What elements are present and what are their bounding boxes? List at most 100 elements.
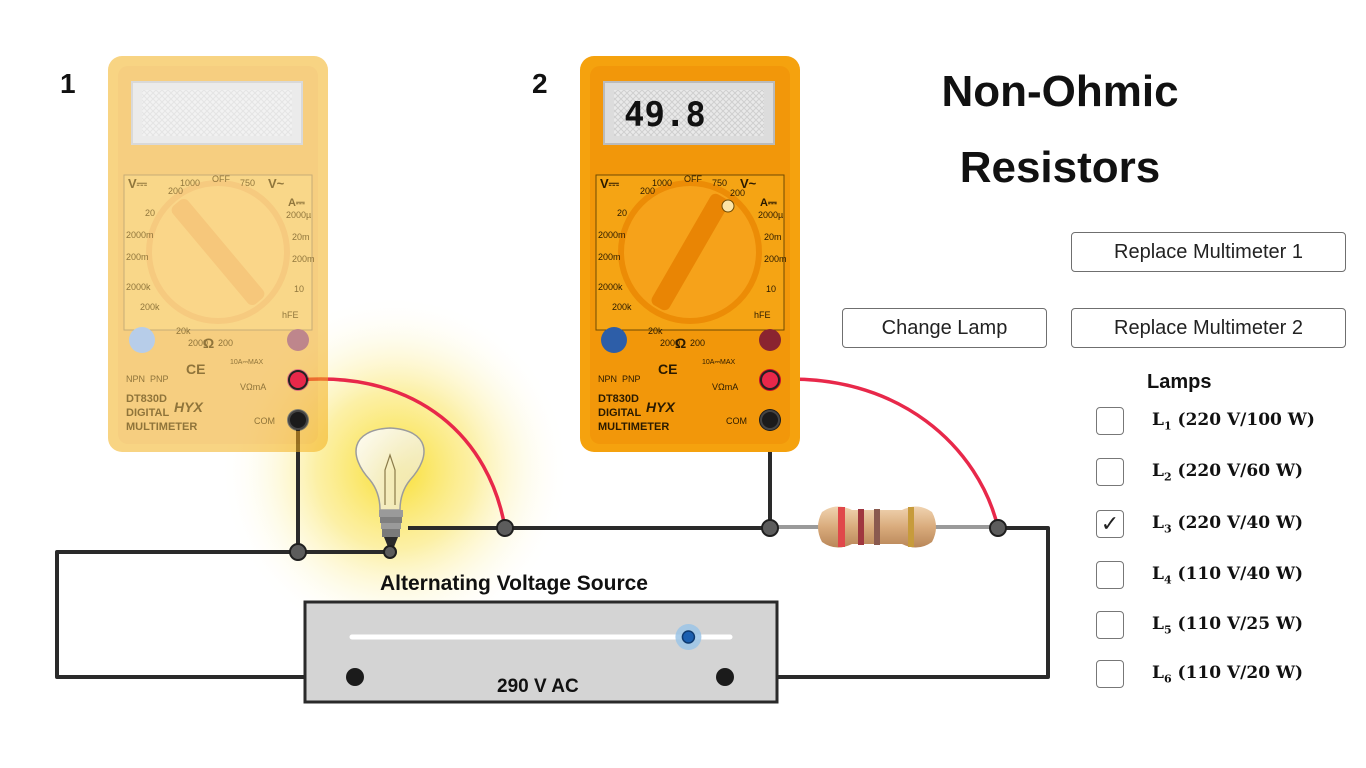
- replace-multimeter-2-button[interactable]: Replace Multimeter 2: [1071, 308, 1346, 348]
- m2-l20: 20: [617, 208, 627, 218]
- voltage-slider[interactable]: [340, 620, 740, 656]
- lamp-checkbox-1[interactable]: [1096, 407, 1124, 435]
- resistor: [818, 506, 936, 548]
- m1-vohma: VΩmA: [240, 382, 266, 392]
- m2-sub1: DIGITAL: [598, 407, 641, 419]
- m2-sub2: MULTIMETER: [598, 421, 669, 433]
- lamp-label-rating: (110 V/20 W): [1171, 662, 1304, 683]
- page-title-line1: Non-Ohmic: [941, 67, 1179, 116]
- m1-brand: HYX: [174, 399, 204, 415]
- m2-l200m: 200m: [598, 252, 621, 262]
- lamp-checkbox-2[interactable]: [1096, 458, 1124, 486]
- m2-ce: CE: [658, 361, 677, 377]
- m2-l200a: 200: [640, 186, 655, 196]
- m2-a10: 10: [766, 284, 776, 294]
- m2-model: DT830D: [598, 393, 639, 405]
- m1-l20: 20: [145, 208, 155, 218]
- lamp-label-prefix: L: [1152, 613, 1164, 634]
- lamp-option-6[interactable]: L6 (110 V/20 W): [1096, 658, 1303, 690]
- m1-com: COM: [254, 416, 275, 426]
- lamp-bulb: [355, 427, 425, 552]
- m2-l750: 750: [712, 178, 727, 188]
- m1-l2000m: 2000m: [126, 230, 154, 240]
- lamp-option-4[interactable]: L4 (110 V/40 W): [1096, 559, 1303, 591]
- m2-l200o: 200: [690, 338, 705, 348]
- lamp-label-2: L2 (220 V/60 W): [1152, 461, 1303, 483]
- lamp-label-subscript: 4: [1163, 573, 1172, 587]
- m2-l2000m: 2000m: [598, 230, 626, 240]
- lamp-label-5: L5 (110 V/25 W): [1152, 614, 1303, 636]
- m1-l2000k: 2000k: [126, 282, 151, 292]
- lamp-label-subscript: 5: [1163, 623, 1172, 637]
- lamp-option-1[interactable]: L1 (220 V/100 W): [1096, 405, 1315, 437]
- lamp-checkbox-6[interactable]: [1096, 660, 1124, 688]
- replace-multimeter-1-button[interactable]: Replace Multimeter 1: [1071, 232, 1346, 272]
- red-wires: [297, 377, 1000, 529]
- m1-l2000: 2000: [188, 338, 208, 348]
- m1-ce: CE: [186, 361, 205, 377]
- lamp-checkbox-3[interactable]: ✓: [1096, 510, 1124, 538]
- m2-l20k: 20k: [648, 326, 663, 336]
- m2-com: COM: [726, 416, 747, 426]
- meter-2-lcd-reading: 49.8: [624, 95, 706, 135]
- voltage-source: [303, 600, 779, 704]
- m2-a200m: 200m: [764, 254, 787, 264]
- m1-a2000u: 2000µ: [286, 210, 311, 220]
- junction-nodes: [289, 519, 1007, 561]
- m2-l2000: 2000: [660, 338, 680, 348]
- m1-l750: 750: [240, 178, 255, 188]
- m1-l200a: 200: [168, 186, 183, 196]
- lamp-label-rating: (110 V/40 W): [1171, 563, 1304, 584]
- lamp-checkbox-5[interactable]: [1096, 611, 1124, 639]
- lamp-label-subscript: 6: [1163, 672, 1172, 686]
- lamp-label-rating: (220 V/60 W): [1171, 460, 1304, 481]
- m2-a2000u: 2000µ: [758, 210, 783, 220]
- m1-vdc: V⎓: [128, 176, 148, 191]
- lamp-label-prefix: L: [1152, 563, 1164, 584]
- lamp-option-5[interactable]: L5 (110 V/25 W): [1096, 609, 1303, 641]
- m1-l200m: 200m: [126, 252, 149, 262]
- m2-adc: A⎓: [760, 197, 777, 209]
- m1-a10: 10: [294, 284, 304, 294]
- m2-l1000: 1000: [652, 178, 672, 188]
- m1-a20m: 20m: [292, 232, 310, 242]
- lamp-label-6: L6 (110 V/20 W): [1152, 663, 1303, 685]
- m1-l200o: 200: [218, 338, 233, 348]
- m1-l20k: 20k: [176, 326, 191, 336]
- multimeter-1: [108, 56, 328, 452]
- lamp-option-2[interactable]: L2 (220 V/60 W): [1096, 456, 1303, 488]
- meter-2-number: 2: [532, 68, 548, 99]
- m2-a20m: 20m: [764, 232, 782, 242]
- m1-l200k: 200k: [140, 302, 160, 312]
- m2-npn: NPN: [598, 374, 617, 384]
- m1-off: OFF: [212, 174, 230, 184]
- m2-ohm: Ω: [675, 335, 686, 351]
- m1-model: DT830D: [126, 393, 167, 405]
- lamp-option-3[interactable]: ✓L3 (220 V/40 W): [1096, 508, 1303, 540]
- m1-ohm: Ω: [203, 335, 214, 351]
- lamp-label-subscript: 2: [1163, 470, 1172, 484]
- m1-a10max: 10A⎓MAX: [230, 359, 264, 366]
- change-lamp-button[interactable]: Change Lamp: [842, 308, 1047, 348]
- m2-l200k: 200k: [612, 302, 632, 312]
- lamp-label-prefix: L: [1152, 662, 1164, 683]
- lamp-label-subscript: 3: [1163, 522, 1172, 536]
- lamp-label-rating: (220 V/40 W): [1171, 512, 1304, 533]
- lamp-label-rating: (220 V/100 W): [1171, 409, 1315, 430]
- m1-a200m: 200m: [292, 254, 315, 264]
- lamp-label-prefix: L: [1152, 409, 1164, 430]
- meter-2-labels: V⎓ 200 1000 OFF 750 200 V~ 20 2000m 200m…: [598, 174, 787, 433]
- m2-vohma: VΩmA: [712, 382, 738, 392]
- lamp-label-subscript: 1: [1163, 419, 1172, 433]
- m2-l200b: 200: [730, 188, 745, 198]
- source-value: 290 V AC: [497, 676, 579, 697]
- check-icon: ✓: [1100, 511, 1120, 536]
- lamp-label-rating: (110 V/25 W): [1171, 613, 1304, 634]
- lamp-label-prefix: L: [1152, 460, 1164, 481]
- meter-1-labels: V⎓ 200 1000 OFF 750 V~ 20 2000m 200m 200…: [126, 174, 315, 433]
- lamp-checkbox-4[interactable]: [1096, 561, 1124, 589]
- meter-1-number: 1: [60, 68, 76, 99]
- m2-a10max: 10A⎓MAX: [702, 359, 736, 366]
- lamp-label-1: L1 (220 V/100 W): [1152, 410, 1315, 432]
